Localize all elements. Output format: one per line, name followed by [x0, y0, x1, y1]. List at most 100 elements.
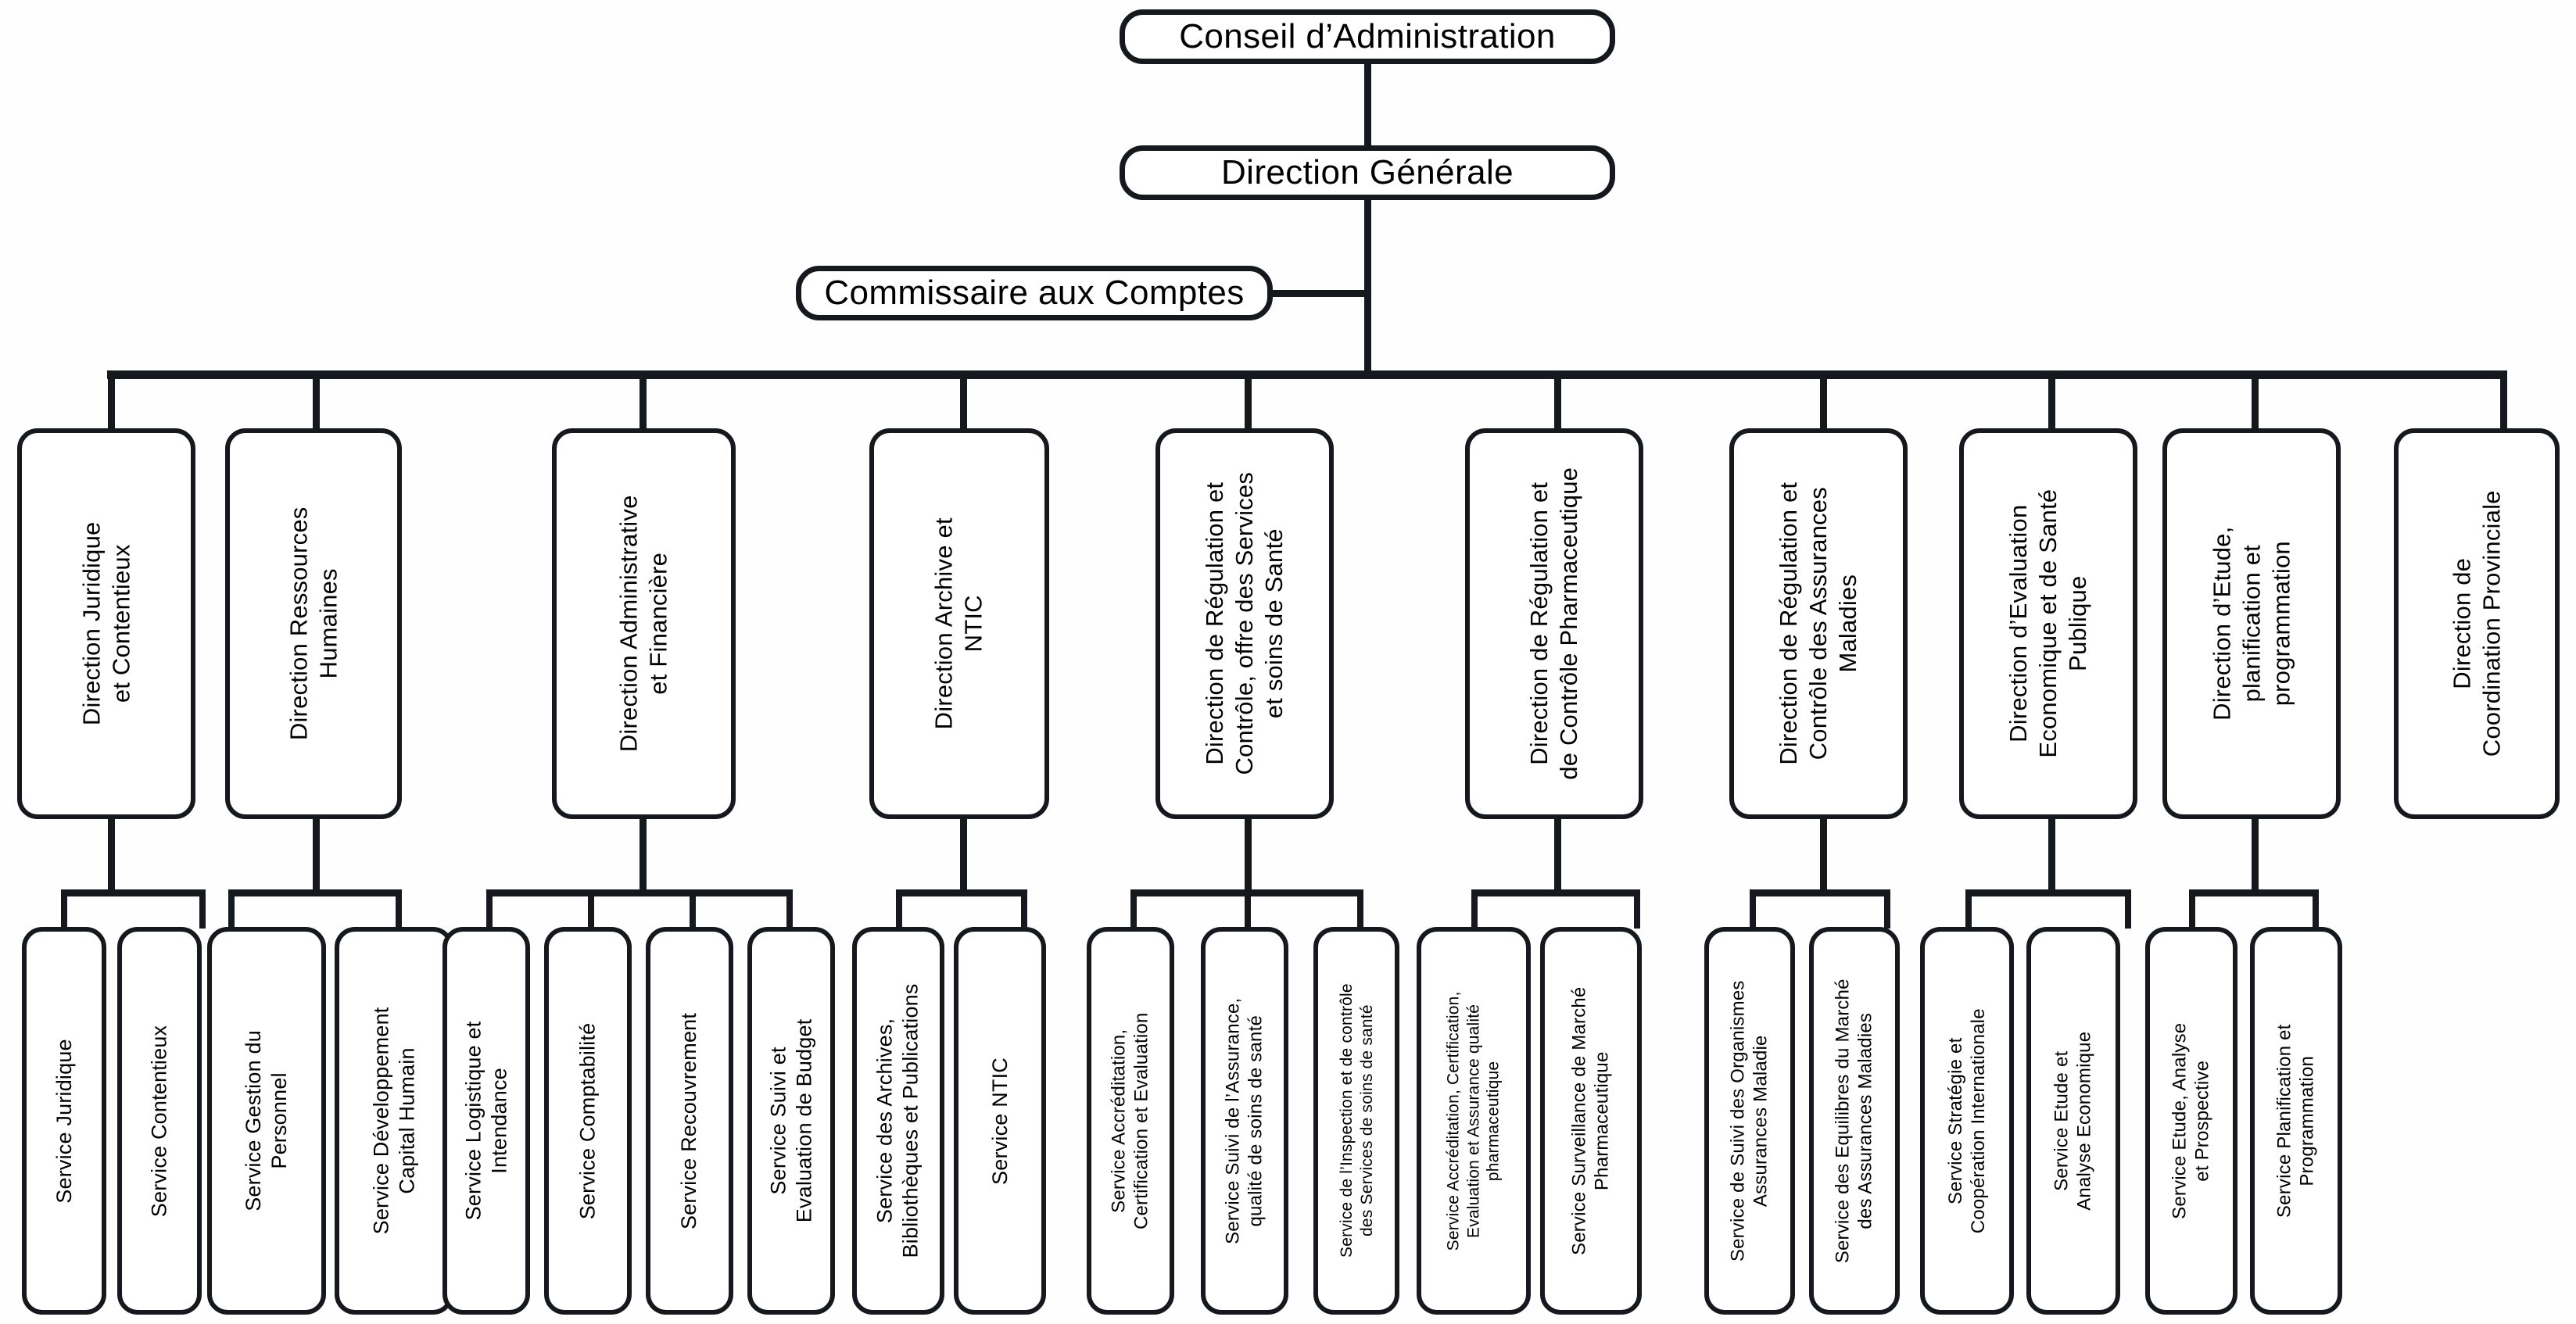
box-label: Direction Ressources Humaines — [285, 506, 342, 741]
connector-service-3-3 — [690, 889, 696, 929]
connector-direction-2-down — [313, 818, 320, 893]
box-label: Service Recouvrement — [677, 1012, 701, 1229]
bus-services-direction-1 — [61, 889, 206, 896]
box-service-archives-bibliotheques-publications[interactable]: Service des Archives, Bibliothèques et P… — [852, 927, 944, 1315]
box-label: Service Etude et Analyse Economique — [2051, 1031, 2096, 1211]
box-service-accreditation-certification-assurance-qualite-pharmaceutique[interactable]: Service Accréditation, Certification, Ev… — [1417, 927, 1531, 1315]
connector-bus-to-direction-4 — [960, 375, 967, 430]
box-direction-ressources-humaines[interactable]: Direction Ressources Humaines — [225, 428, 402, 819]
connector-bus-to-direction-6 — [1554, 375, 1561, 430]
connector-board-to-dg — [1364, 63, 1371, 149]
box-label: Direction Administrative et Financière — [614, 495, 672, 753]
box-label: Service Développement Capital Humain — [369, 1007, 419, 1235]
box-service-logistique-et-intendance[interactable]: Service Logistique et Intendance — [442, 927, 530, 1315]
connector-service-2-2 — [396, 889, 402, 929]
box-label: Direction de Régulation et de Contrôle P… — [1525, 467, 1582, 780]
box-service-suivi-et-evaluation-de-budget[interactable]: Service Suivi et Evaluation de Budget — [747, 927, 835, 1315]
box-label: Direction d’Evaluation Economique et de … — [2005, 489, 2091, 758]
box-service-ntic[interactable]: Service NTIC — [954, 927, 1046, 1315]
box-service-strategie-cooperation-internationale[interactable]: Service Stratégie et Coopération Interna… — [1920, 927, 2014, 1315]
connector-dg-to-bus — [1364, 199, 1371, 374]
connector-bus-to-direction-2 — [313, 375, 320, 430]
connector-service-5-1 — [1130, 889, 1137, 929]
box-service-equilibres-marche-assurances-maladies[interactable]: Service des Equilibres du Marché des Ass… — [1809, 927, 1900, 1315]
box-label: Service Comptabilité — [575, 1022, 600, 1219]
connector-service-9-1 — [2189, 889, 2195, 929]
box-service-surveillance-marche-pharmaceutique[interactable]: Service Surveillance de Marché Pharmaceu… — [1540, 927, 1642, 1315]
connector-bus-to-direction-7 — [1820, 375, 1827, 430]
connector-direction-3-down — [640, 818, 647, 893]
bus-directions — [107, 370, 2507, 379]
box-label: Commissaire aux Comptes — [824, 273, 1245, 312]
box-service-suivi-organismes-assurances-maladie[interactable]: Service de Suivi des Organismes Assuranc… — [1704, 927, 1795, 1315]
connector-service-6-1 — [1471, 889, 1478, 929]
bus-services-direction-2 — [228, 889, 402, 896]
connector-service-8-1 — [1965, 889, 1972, 929]
bus-services-direction-4 — [896, 889, 1027, 896]
box-service-developpement-capital-humain[interactable]: Service Développement Capital Humain — [335, 927, 453, 1315]
box-label: Service Accréditation, Certification, Ev… — [1444, 991, 1503, 1251]
box-direction-etude-planification-programmation[interactable]: Direction d’Etude, planification et prog… — [2162, 428, 2341, 819]
connector-direction-5-down — [1245, 818, 1252, 893]
connector-direction-4-down — [960, 818, 967, 893]
box-label: Service Logistique et Intendance — [461, 1021, 511, 1221]
box-label: Service NTIC — [987, 1057, 1012, 1185]
bus-services-direction-9 — [2189, 889, 2319, 896]
box-label: Service Juridique — [52, 1038, 76, 1204]
box-label: Service Stratégie et Coopération Interna… — [1944, 1007, 1990, 1234]
connector-bus-to-direction-10 — [2500, 375, 2507, 430]
box-direction-generale[interactable]: Direction Générale — [1120, 145, 1615, 200]
connector-service-9-2 — [2313, 889, 2319, 929]
box-service-etude-analyse-prospective[interactable]: Service Etude, Analyse et Prospective — [2145, 927, 2237, 1315]
connector-service-5-3 — [1357, 889, 1363, 929]
box-direction-regulation-controle-pharmaceutique[interactable]: Direction de Régulation et de Contrôle P… — [1465, 428, 1643, 819]
bus-services-direction-3 — [486, 889, 793, 896]
connector-bus-to-direction-1 — [108, 375, 115, 430]
connector-service-8-2 — [2125, 889, 2131, 929]
bus-services-direction-6 — [1471, 889, 1640, 896]
box-label: Service Etude, Analyse et Prospective — [2169, 1022, 2213, 1219]
box-commissaire-aux-comptes[interactable]: Commissaire aux Comptes — [796, 266, 1273, 320]
box-label: Direction Générale — [1220, 152, 1514, 191]
box-direction-regulation-controle-services-soins-sante[interactable]: Direction de Régulation et Contrôle, off… — [1155, 428, 1334, 819]
connector-bus-to-direction-8 — [2048, 375, 2055, 430]
bus-services-direction-8 — [1965, 889, 2131, 896]
box-direction-coordination-provinciale[interactable]: Direction de Coordination Provinciale — [2394, 428, 2560, 819]
box-service-gestion-du-personnel[interactable]: Service Gestion du Personnel — [207, 927, 326, 1315]
box-direction-evaluation-economique-sante-publique[interactable]: Direction d’Evaluation Economique et de … — [1959, 428, 2137, 819]
box-label: Service Gestion du Personnel — [242, 1030, 291, 1211]
connector-bus-to-direction-3 — [640, 375, 647, 430]
box-service-juridique[interactable]: Service Juridique — [22, 927, 106, 1315]
box-conseil-administration[interactable]: Conseil d’Administration — [1120, 9, 1615, 64]
connector-service-6-2 — [1634, 889, 1640, 929]
box-service-planification-programmation[interactable]: Service Planification et Programmation — [2250, 927, 2342, 1315]
box-service-etude-analyse-economique[interactable]: Service Etude et Analyse Economique — [2026, 927, 2120, 1315]
bus-services-direction-7 — [1750, 889, 1890, 896]
box-direction-juridique-et-contentieux[interactable]: Direction Juridique et Contentieux — [17, 428, 195, 819]
box-service-accreditation-certification-evaluation[interactable]: Service Accréditation, Certification et … — [1087, 927, 1174, 1315]
box-direction-regulation-controle-assurances-maladies[interactable]: Direction de Régulation et Contrôle des … — [1729, 428, 1908, 819]
connector-auditor-to-trunk — [1270, 290, 1368, 297]
box-service-inspection-controle-services-soins[interactable]: Service de l’Inspection et de contrôle d… — [1313, 927, 1399, 1315]
box-label: Service des Archives, Bibliothèques et P… — [873, 983, 923, 1258]
box-service-suivi-assurance-qualite-soins[interactable]: Service Suivi de l’Assurance, qualité de… — [1201, 927, 1288, 1315]
box-label: Service Suivi de l’Assurance, qualité de… — [1222, 997, 1267, 1244]
box-direction-archive-et-ntic[interactable]: Direction Archive et NTIC — [869, 428, 1049, 819]
connector-service-4-1 — [896, 889, 902, 929]
box-label: Service de Suivi des Organismes Assuranc… — [1727, 980, 1772, 1261]
connector-service-3-1 — [486, 889, 493, 929]
connector-direction-7-down — [1820, 818, 1827, 893]
connector-direction-8-down — [2048, 818, 2055, 893]
connector-service-3-2 — [588, 889, 594, 929]
box-label: Direction de Coordination Provinciale — [2448, 490, 2506, 757]
box-service-contentieux[interactable]: Service Contentieux — [117, 927, 202, 1315]
box-label: Service Suivi et Evaluation de Budget — [766, 1018, 816, 1223]
connector-service-2-1 — [228, 889, 235, 929]
connector-service-1-1 — [61, 889, 67, 929]
box-label: Direction de Régulation et Contrôle des … — [1775, 482, 1861, 765]
box-direction-administrative-et-financiere[interactable]: Direction Administrative et Financière — [552, 428, 736, 819]
box-service-recouvrement[interactable]: Service Recouvrement — [646, 927, 733, 1315]
box-service-comptabilite[interactable]: Service Comptabilité — [544, 927, 632, 1315]
box-label: Service de l’Inspection et de contrôle d… — [1337, 983, 1375, 1258]
